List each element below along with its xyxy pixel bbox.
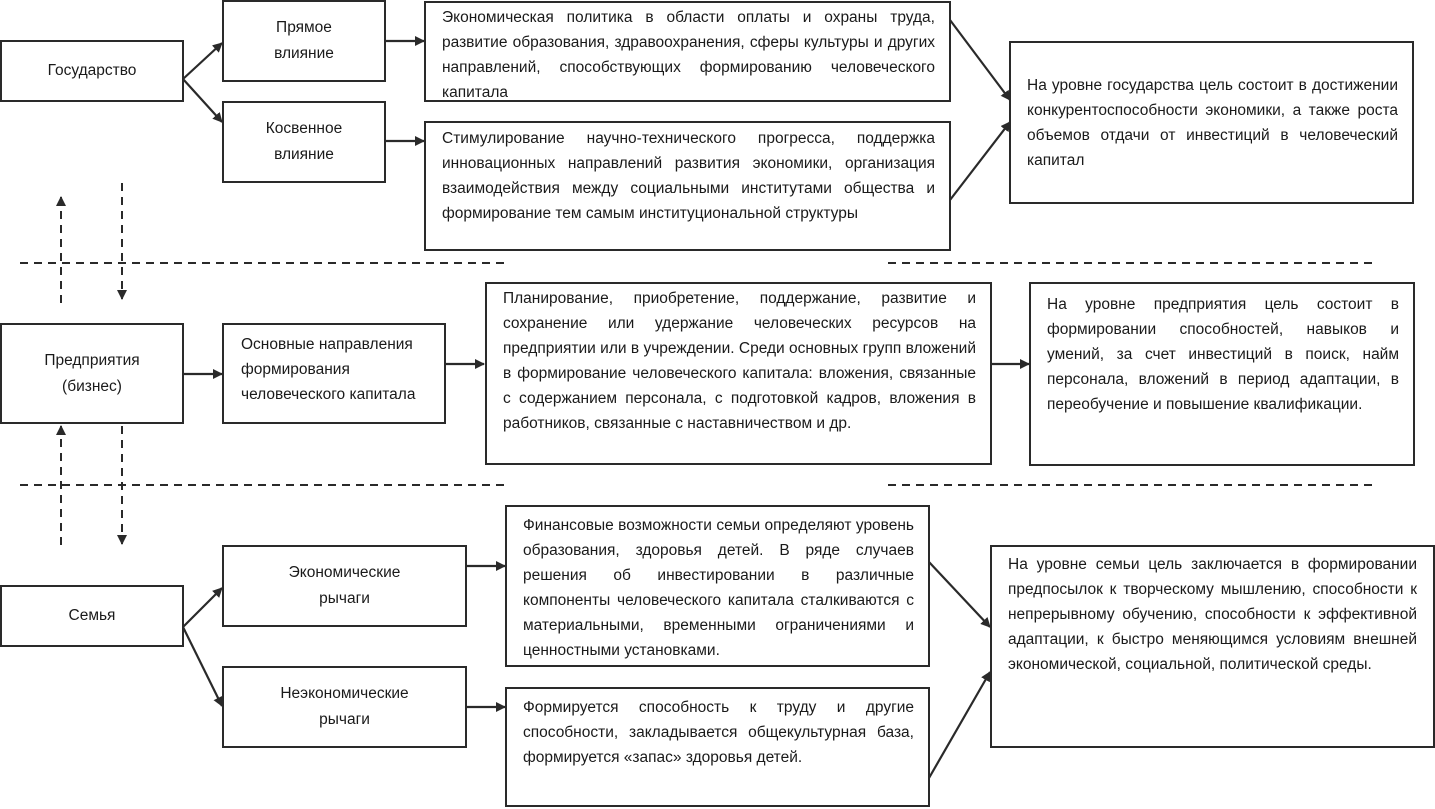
actor-business-line1: Предприятия bbox=[44, 351, 140, 369]
arrow-family-to-economic bbox=[182, 587, 223, 628]
actor-business-line2: (бизнес) bbox=[62, 377, 122, 395]
direct-influence-description: Экономическая политика в области оплаты … bbox=[424, 1, 951, 102]
business-directions-text: Основные направления формирования челове… bbox=[241, 336, 416, 403]
arrow-economic-desc-to-goal bbox=[928, 561, 991, 628]
noneconomic-levers-line1: Неэкономические bbox=[280, 685, 409, 702]
noneconomic-levers-text: Формируется способность к труду и другие… bbox=[523, 699, 914, 766]
family-goal-text: На уровне семьи цель заключается в форми… bbox=[1008, 556, 1417, 673]
arrow-state-to-indirect bbox=[182, 78, 223, 123]
state-goal-box: На уровне государства цель состоит в дос… bbox=[1009, 41, 1414, 204]
business-goal-box: На уровне предприятия цель состоит в фор… bbox=[1029, 282, 1415, 466]
actor-state-box: Государство bbox=[0, 40, 184, 102]
arrow-family-to-noneconomic bbox=[182, 626, 223, 707]
direct-influence-line1: Прямое bbox=[276, 19, 332, 36]
economic-levers-box: Экономические рычаги bbox=[222, 545, 467, 627]
business-goal-text: На уровне предприятия цель состоит в фор… bbox=[1047, 296, 1399, 413]
arrow-direct-desc-to-goal bbox=[949, 19, 1011, 101]
direct-influence-text: Экономическая политика в области оплаты … bbox=[442, 9, 935, 101]
economic-levers-line1: Экономические bbox=[288, 564, 401, 581]
indirect-influence-description: Стимулирование научно-технического прогр… bbox=[424, 121, 951, 251]
business-directions-box: Основные направления формирования челове… bbox=[222, 323, 446, 424]
economic-levers-text: Финансовые возможности семьи определяют … bbox=[523, 517, 914, 659]
actor-family-box: Семья bbox=[0, 585, 184, 647]
arrow-indirect-desc-to-goal bbox=[949, 121, 1011, 201]
indirect-influence-box: Косвенное влияние bbox=[222, 101, 386, 183]
business-description-box: Планирование, приобретение, поддержание,… bbox=[485, 282, 992, 465]
actor-state-label: Государство bbox=[47, 62, 137, 79]
noneconomic-levers-line2: рычаги bbox=[319, 711, 370, 728]
direct-influence-box: Прямое влияние bbox=[222, 0, 386, 82]
economic-levers-line2: рычаги bbox=[319, 590, 370, 607]
economic-levers-description: Финансовые возможности семьи определяют … bbox=[505, 505, 930, 667]
noneconomic-levers-description: Формируется способность к труду и другие… bbox=[505, 687, 930, 807]
arrow-state-to-direct bbox=[182, 42, 223, 80]
actor-family-label: Семья bbox=[68, 607, 116, 624]
direct-influence-line2: влияние bbox=[274, 45, 334, 62]
business-description-text: Планирование, приобретение, поддержание,… bbox=[503, 290, 976, 432]
indirect-influence-text: Стимулирование научно-технического прогр… bbox=[442, 130, 935, 222]
indirect-influence-line1: Косвенное bbox=[265, 120, 343, 137]
arrow-noneconomic-desc-to-goal bbox=[928, 671, 991, 779]
family-goal-box: На уровне семьи цель заключается в форми… bbox=[990, 545, 1435, 748]
indirect-influence-line2: влияние bbox=[274, 146, 334, 163]
state-goal-text: На уровне государства цель состоит в дос… bbox=[1027, 77, 1398, 169]
noneconomic-levers-box: Неэкономические рычаги bbox=[222, 666, 467, 748]
actor-business-box: Предприятия (бизнес) bbox=[0, 323, 184, 424]
